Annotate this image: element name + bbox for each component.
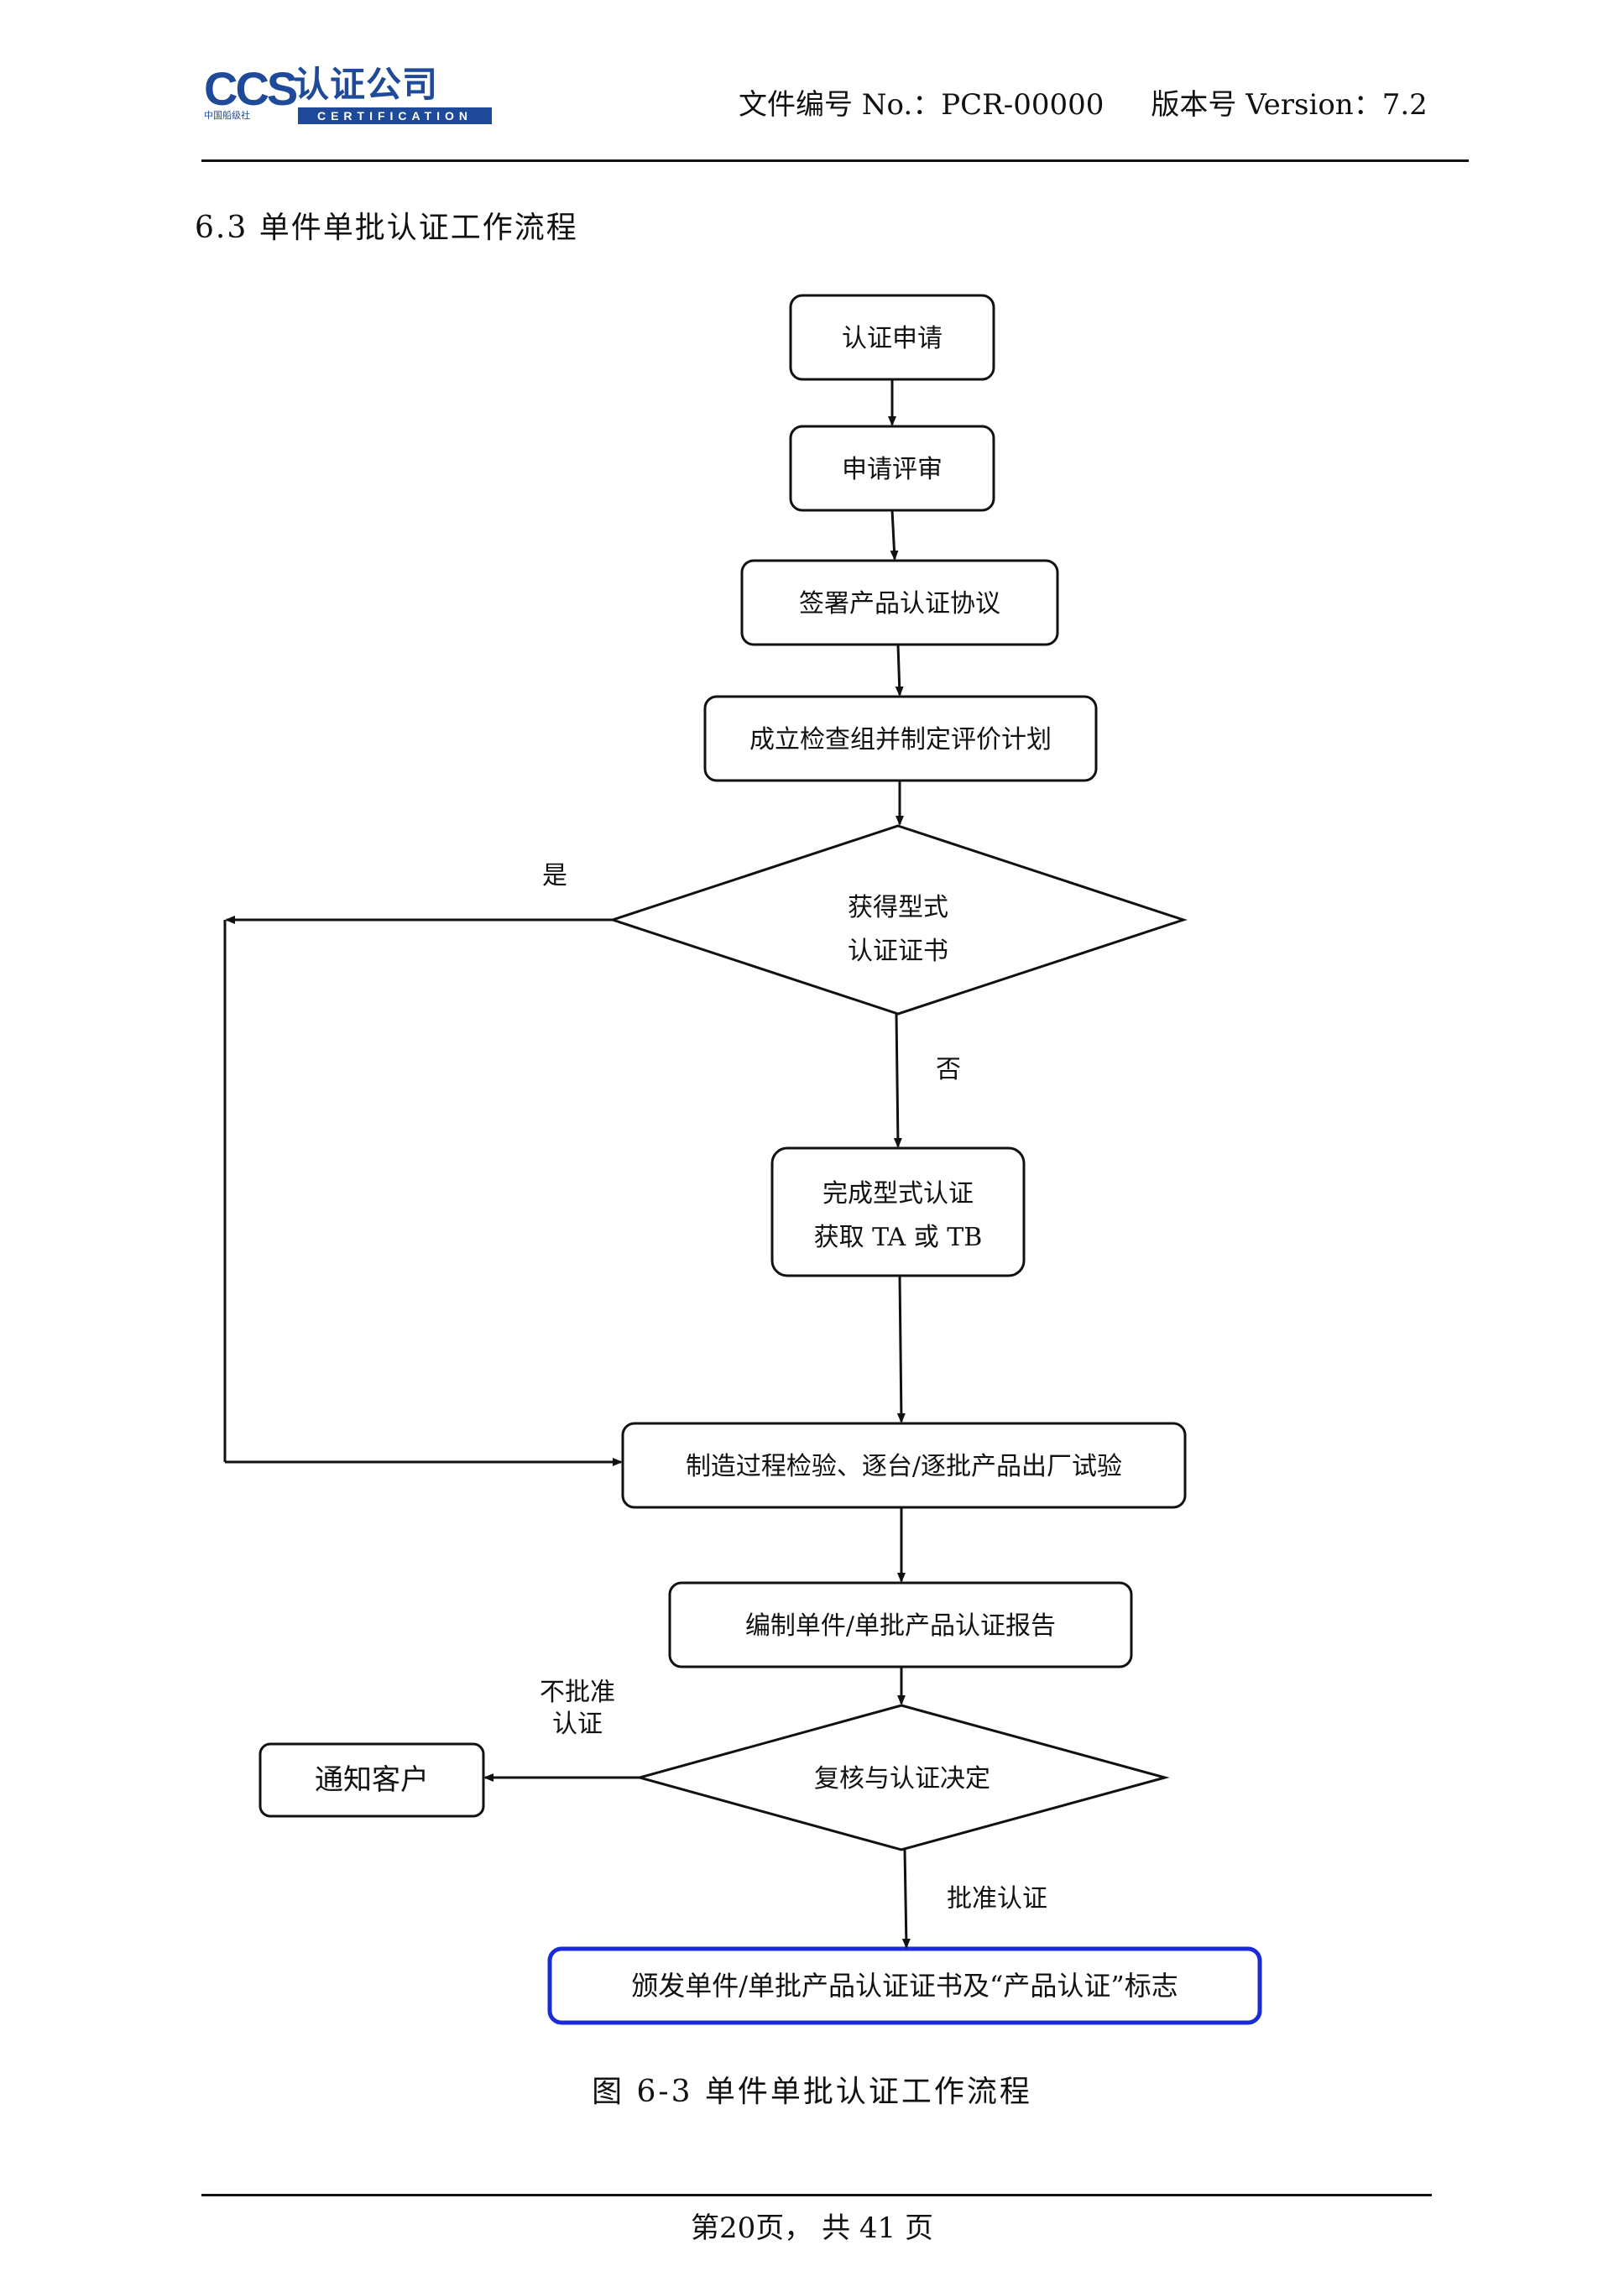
version-number: 版本号 Version：7.2: [1151, 88, 1428, 122]
arrow-approve-issue: [901, 1849, 911, 1949]
logo-english-bar: CERTIFICATION: [298, 107, 492, 124]
reject-label-line1: 不批准: [540, 1678, 615, 1707]
decision1-label-line2: 认证证书: [848, 937, 948, 966]
footer-rule: [201, 2194, 1432, 2196]
yes-label: 是: [542, 861, 567, 890]
issue-label: 颁发单件/单批产品认证证书及“产品认证”标志: [631, 1970, 1178, 2002]
reject-label-line2: 认证: [552, 1710, 603, 1739]
review-label: 申请评审: [842, 455, 943, 484]
arrow-typecert-inspection: [896, 1275, 906, 1423]
team-label: 成立检查组并制定评价计划: [749, 725, 1052, 755]
page-footer: 第20页， 共 41 页: [691, 2211, 933, 2245]
apply-label: 认证申请: [842, 324, 943, 353]
report-label: 编制单件/单批产品认证报告: [745, 1611, 1056, 1641]
arrow-agreement-team: [895, 644, 904, 697]
decision2-diamond: [634, 1704, 1170, 1851]
inspection-box: [621, 1422, 1187, 1509]
type-cert-label-line2: 获取 TA 或 TB: [814, 1223, 983, 1252]
decision1-diamond: [608, 824, 1188, 1016]
logo-name: 认证公司: [294, 64, 439, 105]
inspection-label: 制造过程检验、逐台/逐批产品出厂试验: [686, 1452, 1122, 1481]
type-cert-box: [770, 1146, 1026, 1277]
section-title: 6.3 单件单批认证工作流程: [195, 211, 578, 245]
decision1-label-line1: 获得型式: [848, 893, 948, 922]
approve-label: 批准认证: [947, 1884, 1047, 1914]
no-label: 否: [936, 1055, 961, 1084]
agreement-box: [740, 559, 1059, 646]
arrow-review-agreement: [890, 509, 899, 561]
header-rule: [201, 159, 1469, 162]
type-cert-label-line1: 完成型式认证: [822, 1179, 974, 1209]
notify-label: 通知客户: [315, 1763, 429, 1797]
figure-caption: 图 6-3 单件单批认证工作流程: [592, 2075, 1032, 2109]
logo-mark: CCS: [204, 62, 298, 115]
doc-number: 文件编号 No.：PCR-00000: [739, 88, 1104, 122]
decision2-label: 复核与认证决定: [814, 1764, 990, 1794]
issue-box: [547, 1946, 1262, 2025]
logo-subtitle: 中国船级社: [204, 110, 250, 121]
arrow-decision1-typecert: [893, 1013, 902, 1148]
header-doc-info: 文件编号 No.：PCR-00000 版本号 Version：7.2: [739, 91, 1428, 119]
agreement-label: 签署产品认证协议: [799, 589, 1000, 619]
